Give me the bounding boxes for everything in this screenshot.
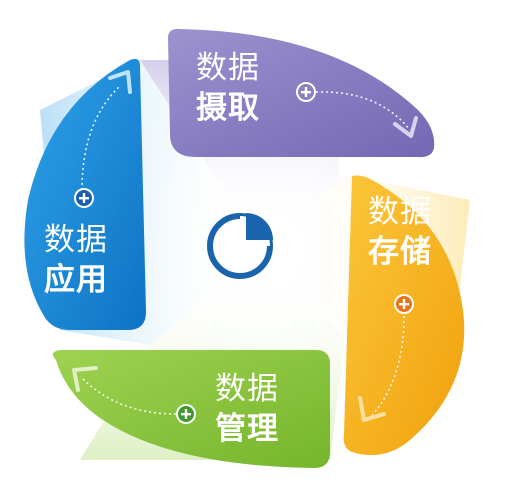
apply-arrow-icon [108,70,132,94]
storage-arrow-icon [358,396,386,422]
label-apply-line1: 数据 [44,222,108,258]
label-data-storage: 数据 存储 [368,192,432,272]
segment-storage-shape [343,175,465,456]
segment-apply[interactable] [24,58,146,330]
segment-acquire[interactable] [168,28,435,158]
manage-arrow-icon [72,366,98,392]
label-manage-line1: 数据 [215,371,279,407]
label-storage-line1: 数据 [368,194,432,230]
label-data-manage: 数据 管理 [215,369,279,449]
plus-icon [176,404,196,424]
plus-icon [296,82,316,102]
segment-storage[interactable] [343,175,465,456]
plus-icon [394,294,414,314]
apply-flow-path [81,85,121,191]
label-acquire-line1: 数据 [196,50,260,86]
manage-flow-path [81,377,177,415]
label-data-acquire: 数据 摄取 [196,48,260,128]
segment-manage[interactable] [52,350,331,468]
acquire-flow-path [315,91,411,131]
label-data-apply: 数据 应用 [44,220,108,300]
label-manage-line2: 管理 [215,411,279,447]
label-storage-line2: 存储 [368,234,432,270]
plus-icon [74,188,94,208]
label-apply-line2: 应用 [44,262,108,298]
acquire-arrow-icon [393,116,418,138]
pie-chart-icon [207,213,273,279]
label-acquire-line2: 摄取 [196,90,260,126]
